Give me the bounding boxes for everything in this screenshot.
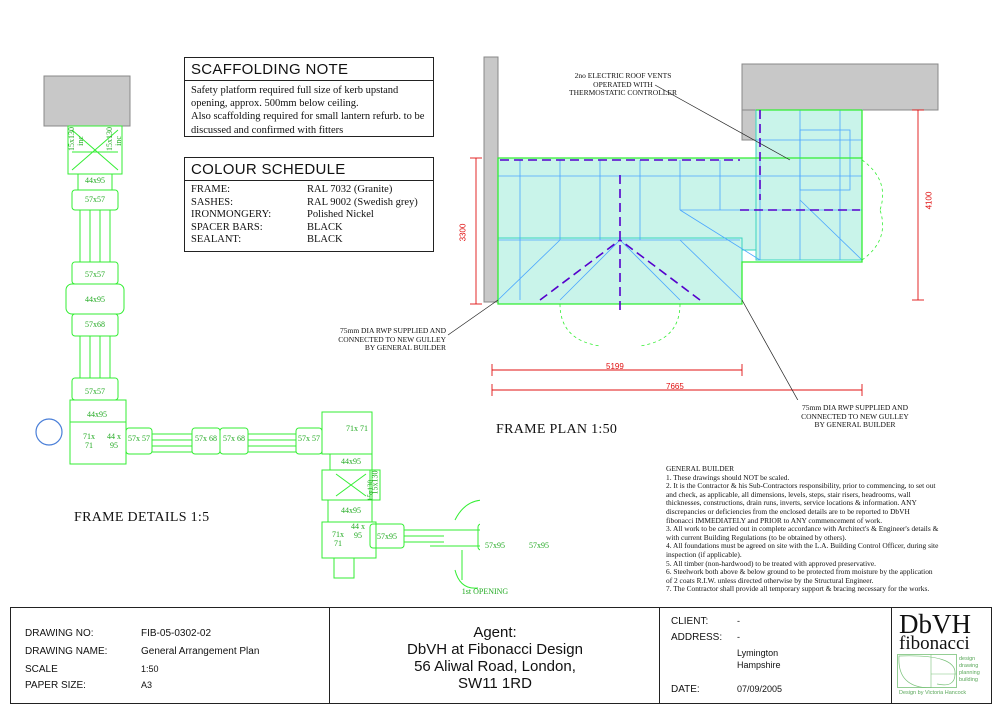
detail-label: 57x68 xyxy=(85,320,105,329)
detail-label: 44x95 xyxy=(87,410,107,419)
schedule-row: SPACER BARS:BLACK xyxy=(191,221,343,233)
detail-label: 57x 68 xyxy=(223,434,245,443)
detail-label: 44 x 95 xyxy=(351,522,365,540)
schedule-row: SASHES:RAL 9002 (Swedish grey) xyxy=(191,196,418,208)
colour-schedule-title: COLOUR SCHEDULE xyxy=(185,158,433,181)
detail-label: 57x 57 xyxy=(298,434,320,443)
scaffolding-line: Safety platform required full size of ke… xyxy=(191,85,399,96)
scale-value: 1:50 xyxy=(141,664,159,674)
agent-label: Agent: xyxy=(473,624,517,641)
drawing-no: FIB-05-0302-02 xyxy=(141,628,212,639)
logo-spiral-icon xyxy=(897,654,957,688)
paper-size-value: A3 xyxy=(141,680,153,690)
paper-size-label: PAPER SIZE: xyxy=(25,680,86,691)
detail-label: 15x130 inc xyxy=(105,127,123,151)
rwp-note-right: 75mm DIA RWP SUPPLIED AND CONNECTED TO N… xyxy=(801,403,909,429)
detail-label: 57x 57 xyxy=(128,434,150,443)
detail-label: 57x 68 xyxy=(195,434,217,443)
logo-words: design drawing planning building xyxy=(959,656,980,683)
detail-label: 44x95 xyxy=(85,295,105,304)
general-builder-title: GENERAL BUILDER xyxy=(666,464,735,473)
client-label: CLIENT: xyxy=(671,616,709,627)
title-block: DRAWING NO: FIB-05-0302-02 DRAWING NAME:… xyxy=(10,607,992,704)
general-builder-notes: GENERAL BUILDER 1. These drawings should… xyxy=(666,464,966,594)
detail-label: 44x95 xyxy=(341,506,361,515)
detail-label: 57x57 xyxy=(85,387,105,396)
address-line: Hampshire xyxy=(737,660,781,670)
first-opening-label: 1st OPENING xyxy=(461,587,509,596)
detail-label: 57x57 xyxy=(85,195,105,204)
drawing-no-label: DRAWING NO: xyxy=(25,628,94,639)
detail-label: 71x 71 xyxy=(332,530,344,548)
schedule-row: SEALANT:BLACK xyxy=(191,234,343,245)
dim-4100: 4100 xyxy=(924,191,934,210)
detail-label: 57x95 xyxy=(377,532,397,541)
scaffolding-line: Also scaffolding required for small lant… xyxy=(191,111,425,123)
drawing-name: General Arrangement Plan xyxy=(141,646,260,657)
dim-5199: 5199 xyxy=(606,362,624,371)
agent-block: Agent: DbVH at Fibonacci Design 56 Aliwa… xyxy=(331,624,659,692)
frame-plan-drawing xyxy=(447,56,939,400)
company-logo: DbVH fibonacci design drawing planning b… xyxy=(893,610,989,700)
detail-label: 71x 71 xyxy=(346,424,368,433)
address-label: ADDRESS: xyxy=(671,632,723,643)
rwp-note-left: 75mm DIA RWP SUPPLIED AND CONNECTED TO N… xyxy=(338,326,446,352)
detail-label: 44x95 xyxy=(341,457,361,466)
detail-label: 71x 71 xyxy=(83,432,95,450)
frame-details-title: FRAME DETAILS 1:5 xyxy=(74,510,210,525)
dim-3300: 3300 xyxy=(458,223,468,242)
address-line: Lymington xyxy=(737,648,779,658)
detail-label: 57x95 xyxy=(529,541,549,550)
agent-line: 56 Aliwal Road, London, xyxy=(414,658,576,675)
roof-vents-note: 2no ELECTRIC ROOF VENTS OPERATED WITH TH… xyxy=(569,71,677,97)
dim-7665: 7665 xyxy=(666,382,684,391)
frame-details-drawing xyxy=(35,75,480,589)
agent-line: DbVH at Fibonacci Design xyxy=(407,641,583,658)
scaffolding-line: opening, approx. 500mm below ceiling. xyxy=(191,98,359,110)
detail-label: 44 x 95 xyxy=(107,432,121,450)
schedule-row: IRONMONGERY:Polished Nickel xyxy=(191,209,374,220)
detail-label: 44x95 xyxy=(85,176,105,185)
date-label: DATE: xyxy=(671,684,700,695)
logo-credit: Design by Victoria Hancock xyxy=(899,690,967,696)
detail-label: 57x95 xyxy=(485,541,505,550)
colour-schedule-box: COLOUR SCHEDULE FRAME:RAL 7032 (Granite)… xyxy=(184,157,434,252)
detail-label: 15x130 inc xyxy=(67,127,85,151)
scaffolding-line: discussed and confirmed with fitters xyxy=(191,124,344,136)
address-value: - xyxy=(737,632,740,642)
detail-label: 15x130 xyxy=(366,480,375,501)
scaffolding-note-title: SCAFFOLDING NOTE xyxy=(185,58,433,81)
logo-bottom: fibonacci xyxy=(899,633,970,654)
date-value: 07/09/2005 xyxy=(737,684,783,694)
drawing-name-label: DRAWING NAME: xyxy=(25,646,108,657)
scale-label: SCALE xyxy=(25,664,58,675)
logo-top: DbVH xyxy=(899,609,971,639)
scaffolding-note-box: SCAFFOLDING NOTE Safety platform require… xyxy=(184,57,434,137)
detail-label: 57x57 xyxy=(85,270,105,279)
client-value: - xyxy=(737,616,740,626)
frame-plan-title: FRAME PLAN 1:50 xyxy=(496,422,618,437)
agent-line: SW11 1RD xyxy=(458,675,532,692)
schedule-row: FRAME:RAL 7032 (Granite) xyxy=(191,184,393,195)
